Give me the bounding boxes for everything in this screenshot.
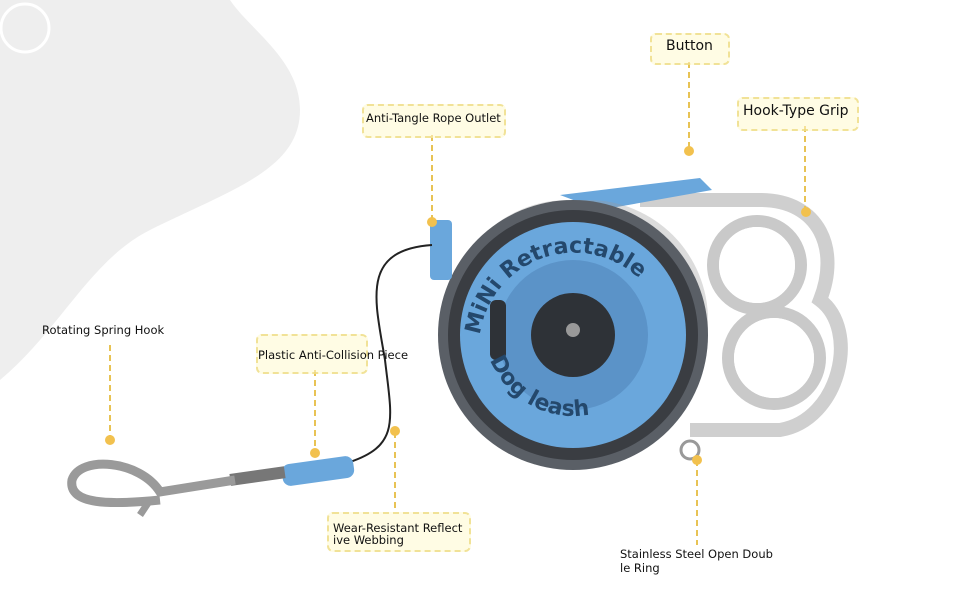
callout-dot xyxy=(684,146,694,156)
label-anti-collision: Plastic Anti-Collision Piece xyxy=(258,348,409,362)
label-ring-1: Stainless Steel Open Doub xyxy=(620,547,773,561)
callout-dot xyxy=(310,448,320,458)
cord xyxy=(349,244,433,463)
label-box xyxy=(327,512,471,552)
label-box xyxy=(362,104,506,138)
decor-circle xyxy=(0,2,51,54)
label-hook-type-grip: Hook-Type Grip xyxy=(743,103,849,119)
callout-dot xyxy=(105,435,115,445)
spring-hook xyxy=(67,459,236,517)
anti-collision-piece xyxy=(281,456,355,486)
label-webbing-1: Wear-Resistant Reflect xyxy=(333,521,463,535)
label-box xyxy=(256,334,368,374)
double-ring xyxy=(679,439,701,461)
rope-outlet xyxy=(430,220,452,280)
label-webbing-2: ive Webbing xyxy=(333,533,404,547)
label-box xyxy=(737,97,859,131)
button-part xyxy=(560,178,712,210)
label-box xyxy=(650,33,730,65)
callout-dot xyxy=(427,217,437,227)
callout-dot xyxy=(801,207,811,217)
label-button: Button xyxy=(666,38,713,54)
label-rope-outlet: Anti-Tangle Rope Outlet xyxy=(366,111,501,125)
label-spring-hook: Rotating Spring Hook xyxy=(42,323,165,337)
label-ring-2: le Ring xyxy=(620,561,660,575)
hook-type-grip xyxy=(640,193,848,437)
callout-dot xyxy=(390,426,400,436)
callout-dot xyxy=(692,455,702,465)
